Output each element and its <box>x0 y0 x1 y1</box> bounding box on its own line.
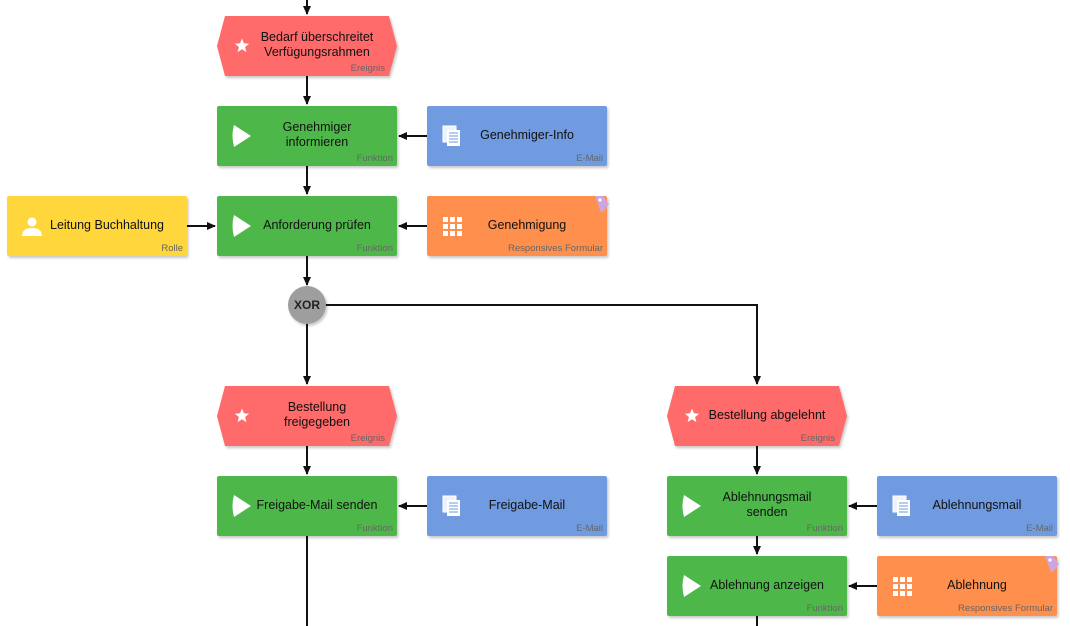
form-shape <box>877 556 1057 616</box>
function-shape <box>217 106 397 166</box>
node-label: Freigabe-Mail senden <box>257 498 378 512</box>
function-shape <box>217 196 397 256</box>
play-icon <box>232 215 251 237</box>
node-label: Anforderung prüfen <box>263 218 371 232</box>
node-ev1[interactable]: Bedarf überschreitetVerfügungsrahmenErei… <box>217 16 397 76</box>
node-label-line: informieren <box>286 135 349 149</box>
grid-icon <box>893 577 912 596</box>
function-shape <box>667 556 847 616</box>
nodes-layer: Bedarf überschreitetVerfügungsrahmenErei… <box>7 16 1059 616</box>
node-type-label: Rolle <box>161 243 183 254</box>
node-type-label: E-Mail <box>576 153 603 164</box>
node-type-label: Funktion <box>807 523 843 534</box>
play-icon <box>682 575 701 597</box>
edge-xor-ev3 <box>325 304 761 385</box>
star-icon <box>234 38 250 53</box>
node-type-label: Funktion <box>357 243 393 254</box>
play-icon <box>232 125 251 147</box>
mail-shape <box>877 476 1057 536</box>
tag-icon <box>595 196 609 212</box>
node-label: Genehmiger-Info <box>480 128 574 142</box>
node-label: Ablehnung anzeigen <box>710 578 824 592</box>
node-type-label: Funktion <box>357 153 393 164</box>
node-type-label: Ereignis <box>351 433 386 444</box>
person-icon <box>22 217 42 236</box>
node-label: Leitung Buchhaltung <box>50 218 164 232</box>
node-type-label: Ereignis <box>801 433 836 444</box>
mail-shape <box>427 476 607 536</box>
node-label: Ablehnung <box>947 578 1007 592</box>
node-label: Freigabe-Mail <box>489 498 565 512</box>
node-label-line: Verfügungsrahmen <box>264 45 370 59</box>
node-label-line: senden <box>746 505 787 519</box>
document-icon <box>442 495 460 516</box>
node-label: Ablehnungsmail <box>933 498 1022 512</box>
node-label: Bestellung abgelehnt <box>709 408 826 422</box>
node-label-line: Bedarf überschreitet <box>261 30 374 44</box>
node-label: Genehmigung <box>488 218 567 232</box>
node-type-label: Funktion <box>357 523 393 534</box>
function-shape <box>667 476 847 536</box>
star-icon <box>684 408 700 423</box>
node-label-line: Genehmiger <box>283 120 352 134</box>
node-xor[interactable]: XOR <box>288 286 326 324</box>
node-type-label: Responsives Formular <box>508 243 603 254</box>
node-label-line: Bestellung <box>288 400 346 414</box>
role-shape <box>7 196 187 256</box>
xor-gateway-shape <box>288 286 326 324</box>
node-type-label: E-Mail <box>576 523 603 534</box>
node-label-line: freigegeben <box>284 415 350 429</box>
document-icon <box>892 495 910 516</box>
tag-icon <box>1045 556 1059 572</box>
event-shape <box>217 386 397 446</box>
event-shape <box>667 386 847 446</box>
node-type-label: Funktion <box>807 603 843 614</box>
play-icon <box>682 495 701 517</box>
edges-layer <box>187 0 877 626</box>
mail-shape <box>427 106 607 166</box>
event-shape <box>217 16 397 76</box>
form-shape <box>427 196 607 256</box>
play-icon <box>232 495 251 517</box>
function-shape <box>217 476 397 536</box>
node-type-label: Ereignis <box>351 63 386 74</box>
document-icon <box>442 125 460 146</box>
node-label-line: Ablehnungsmail <box>723 490 812 504</box>
node-type-label: E-Mail <box>1026 523 1053 534</box>
grid-icon <box>443 217 462 236</box>
star-icon <box>234 408 250 423</box>
gateway-label: XOR <box>294 298 320 312</box>
node-type-label: Responsives Formular <box>958 603 1053 614</box>
